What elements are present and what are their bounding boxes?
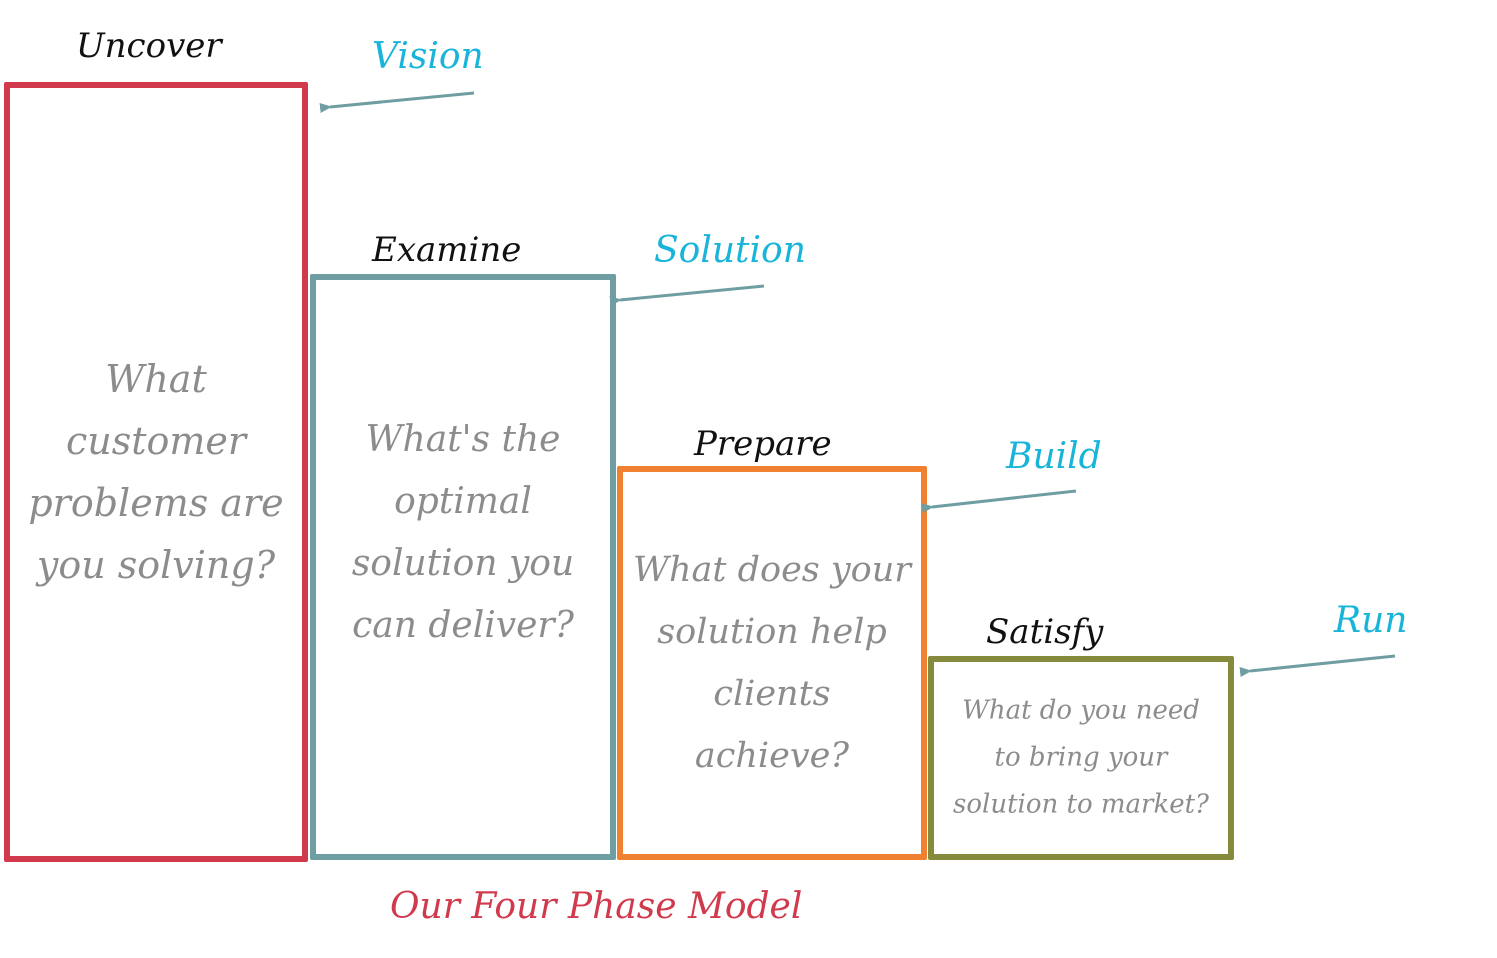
phase-question-uncover: What customer problems are you solving?: [28, 357, 284, 587]
arrow-run: [1239, 654, 1396, 678]
diagram-title: Our Four Phase Model: [390, 886, 803, 927]
phase-question-prepare: What does your solution help clients ach…: [633, 550, 911, 776]
arrow-build: [921, 489, 1077, 514]
phase-question-examine: What's the optimal solution you can deli…: [351, 418, 575, 646]
stage-label-run: Run: [1334, 600, 1408, 641]
stage-label-solution: Solution: [654, 230, 806, 271]
phase-box-satisfy: What do you need to bring your solution …: [928, 656, 1234, 860]
stage-label-build: Build: [1006, 436, 1102, 477]
phase-name-satisfy: Satisfy: [986, 612, 1104, 652]
phase-name-prepare: Prepare: [694, 424, 832, 464]
stage-label-vision: Vision: [372, 36, 484, 77]
phase-box-examine: What's the optimal solution you can deli…: [310, 274, 616, 860]
arrow-vision: [319, 91, 475, 113]
phase-box-prepare: What does your solution help clients ach…: [617, 466, 927, 860]
phase-name-examine: Examine: [372, 230, 522, 270]
phase-question-satisfy: What do you need to bring your solution …: [953, 695, 1209, 820]
arrow-solution: [609, 284, 765, 306]
phase-name-uncover: Uncover: [76, 26, 222, 66]
phase-box-uncover: What customer problems are you solving?: [4, 82, 308, 862]
